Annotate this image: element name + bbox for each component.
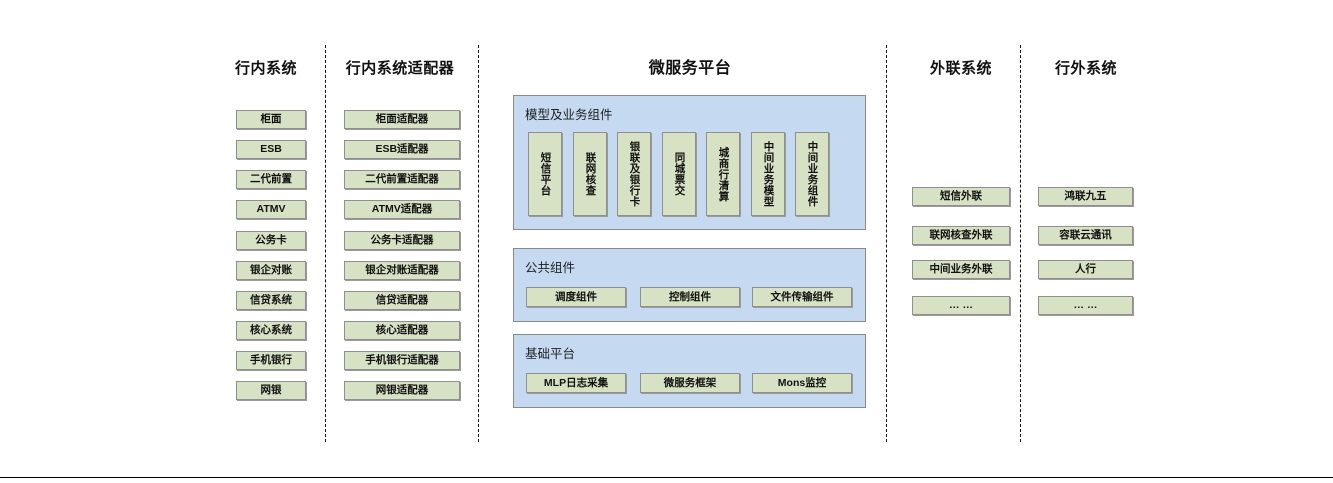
column-header-external-link: 外联系统 <box>929 60 992 77</box>
list-item[interactable]: 短信外联 <box>912 187 1010 206</box>
list-item[interactable]: 公务卡 <box>236 231 306 250</box>
list-item[interactable]: 公务卡适配器 <box>344 231 460 250</box>
list-item[interactable]: 中间业务组件 <box>795 132 829 216</box>
divider-2 <box>478 45 479 442</box>
list-item[interactable]: 中间业务外联 <box>912 260 1010 279</box>
list-item[interactable]: 联网核查 <box>573 132 607 216</box>
list-item[interactable]: 短信平台 <box>528 132 562 216</box>
list-item-label: 中间业务模型 <box>762 141 775 207</box>
list-item[interactable]: Mons监控 <box>752 373 852 393</box>
list-item[interactable]: 银企对账适配器 <box>344 261 460 280</box>
list-item[interactable]: 网银适配器 <box>344 381 460 400</box>
list-item[interactable]: 联网核查外联 <box>912 226 1010 245</box>
divider-1 <box>325 45 326 442</box>
list-item[interactable]: ESB <box>236 140 306 159</box>
list-item[interactable]: 人行 <box>1038 260 1133 279</box>
list-item-label: 同城票交 <box>673 152 686 196</box>
column-header-out-bank: 行外系统 <box>1054 60 1117 77</box>
list-item[interactable]: MLP日志采集 <box>526 373 626 393</box>
panel-public-components: 公共组件 <box>513 248 866 322</box>
list-item[interactable]: 同城票交 <box>662 132 696 216</box>
list-item[interactable]: 文件传输组件 <box>752 287 852 307</box>
list-item-label: 银联及银行卡 <box>628 141 641 207</box>
list-item[interactable]: 城商行清算 <box>706 132 740 216</box>
divider-3 <box>886 45 887 442</box>
list-item-label: 联网核查 <box>584 152 597 196</box>
column-header-in-bank: 行内系统 <box>234 60 297 77</box>
list-item[interactable]: … … <box>912 296 1010 315</box>
list-item[interactable]: 控制组件 <box>640 287 740 307</box>
list-item-label: 短信平台 <box>539 152 552 196</box>
list-item[interactable]: … … <box>1038 296 1133 315</box>
list-item[interactable]: 鸿联九五 <box>1038 187 1133 206</box>
panel-label-base-platform: 基础平台 <box>525 347 576 361</box>
list-item[interactable]: 调度组件 <box>526 287 626 307</box>
list-item[interactable]: 银企对账 <box>236 261 306 280</box>
list-item[interactable]: ATMV <box>236 200 306 219</box>
list-item[interactable]: ESB适配器 <box>344 140 460 159</box>
list-item[interactable]: 核心系统 <box>236 321 306 340</box>
list-item[interactable]: 信贷适配器 <box>344 291 460 310</box>
column-header-microservice-platform: 微服务平台 <box>648 60 732 77</box>
list-item[interactable]: 柜面适配器 <box>344 110 460 129</box>
divider-4 <box>1020 45 1021 442</box>
list-item[interactable]: 二代前置 <box>236 170 306 189</box>
list-item[interactable]: ATMV适配器 <box>344 200 460 219</box>
list-item[interactable]: 网银 <box>236 381 306 400</box>
list-item[interactable]: 手机银行适配器 <box>344 351 460 370</box>
panel-base-platform: 基础平台 <box>513 334 866 408</box>
list-item[interactable]: 银联及银行卡 <box>617 132 651 216</box>
list-item-label: 城商行清算 <box>717 146 730 202</box>
list-item[interactable]: 核心适配器 <box>344 321 460 340</box>
panel-label-public-components: 公共组件 <box>525 261 576 275</box>
list-item[interactable]: 手机银行 <box>236 351 306 370</box>
list-item[interactable]: 容联云通讯 <box>1038 226 1133 245</box>
list-item[interactable]: 中间业务模型 <box>751 132 785 216</box>
list-item[interactable]: 微服务框架 <box>640 373 740 393</box>
list-item-label: 中间业务组件 <box>806 141 819 207</box>
column-header-in-bank-adapter: 行内系统适配器 <box>345 60 455 77</box>
list-item[interactable]: 二代前置适配器 <box>344 170 460 189</box>
panel-label-model-business-components: 模型及业务组件 <box>525 108 613 122</box>
list-item[interactable]: 信贷系统 <box>236 291 306 310</box>
bottom-divider <box>0 477 1333 478</box>
list-item[interactable]: 柜面 <box>236 110 306 129</box>
